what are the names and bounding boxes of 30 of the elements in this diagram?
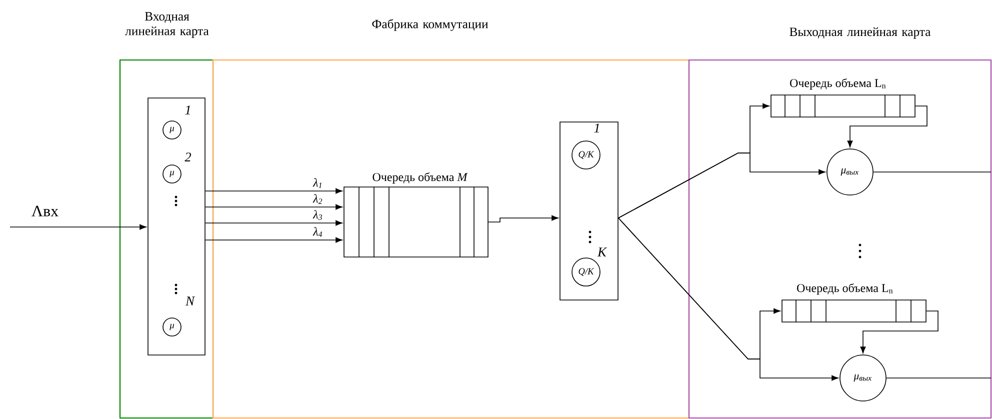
node-label: Очередь объема L$_{n}$ — [790, 78, 886, 90]
arrow — [860, 310, 938, 354]
edge-label: λ$_{3}$ — [312, 210, 322, 220]
queue-buffer: Очередь объема L$_{n}$ — [782, 283, 926, 322]
edge-label: λ$_{2}$ — [312, 194, 322, 204]
arrow — [618, 152, 826, 218]
queue-buffer: Очередь объема M — [344, 172, 488, 258]
node-label: Очередь объема M — [372, 172, 468, 184]
index-number: N — [185, 296, 196, 306]
arrow — [205, 237, 342, 243]
arrow — [618, 218, 838, 381]
edge-label: λ$_{1}$ — [312, 178, 322, 188]
node-label: Фабрика коммутации — [372, 19, 488, 31]
arrow — [488, 215, 558, 222]
arrow — [847, 106, 928, 148]
arrow — [205, 188, 342, 194]
index-number: 2 — [184, 152, 192, 162]
index-number: 1 — [185, 106, 190, 114]
index-number: K — [597, 248, 608, 256]
module-box — [148, 98, 206, 356]
node-label: Выходная линейная карта — [790, 27, 931, 39]
node-label: Входная линейная карта — [125, 12, 209, 38]
index-number: 1 — [594, 124, 599, 132]
arrow — [205, 220, 342, 226]
edge-label: Λвх — [32, 206, 58, 216]
edge-label: λ$_{4}$ — [312, 227, 322, 237]
queue-buffer: Очередь объема L$_{n}$ — [770, 78, 916, 118]
node-label: Очередь объема L$_{n}$ — [797, 283, 893, 295]
arrow — [205, 204, 342, 210]
arrow — [10, 224, 146, 230]
